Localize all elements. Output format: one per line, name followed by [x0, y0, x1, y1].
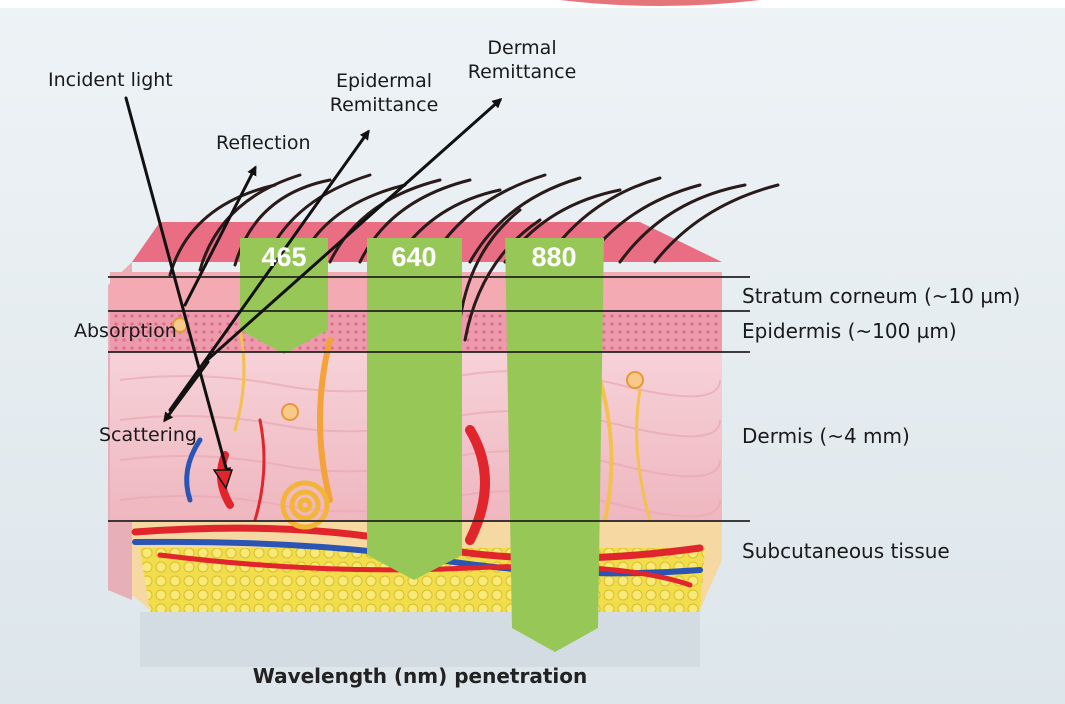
layer-label-epidermis: Epidermis (~100 µm)	[742, 319, 957, 343]
layer-label-stratum-corneum: Stratum corneum (~10 µm)	[742, 284, 1020, 308]
layer-label-dermis: Dermis (~4 mm)	[742, 424, 910, 448]
reflection-label: Reflection	[216, 131, 311, 155]
band-880	[505, 238, 604, 652]
band-880-label: 880	[516, 242, 592, 273]
band-640	[367, 238, 462, 580]
absorption-label: Absorption	[74, 319, 177, 343]
incident-light-label: Incident light	[48, 68, 173, 92]
diagram-caption: Wavelength (nm) penetration	[0, 664, 840, 688]
band-640-label: 640	[376, 242, 452, 273]
epidermal-remittance-label: Epidermal Remittance	[322, 69, 446, 117]
dermal-remittance-label: Dermal Remittance	[460, 36, 584, 84]
band-465-label: 465	[246, 242, 322, 273]
scattering-label: Scattering	[99, 423, 197, 447]
layer-label-subcutaneous: Subcutaneous tissue	[742, 539, 950, 563]
